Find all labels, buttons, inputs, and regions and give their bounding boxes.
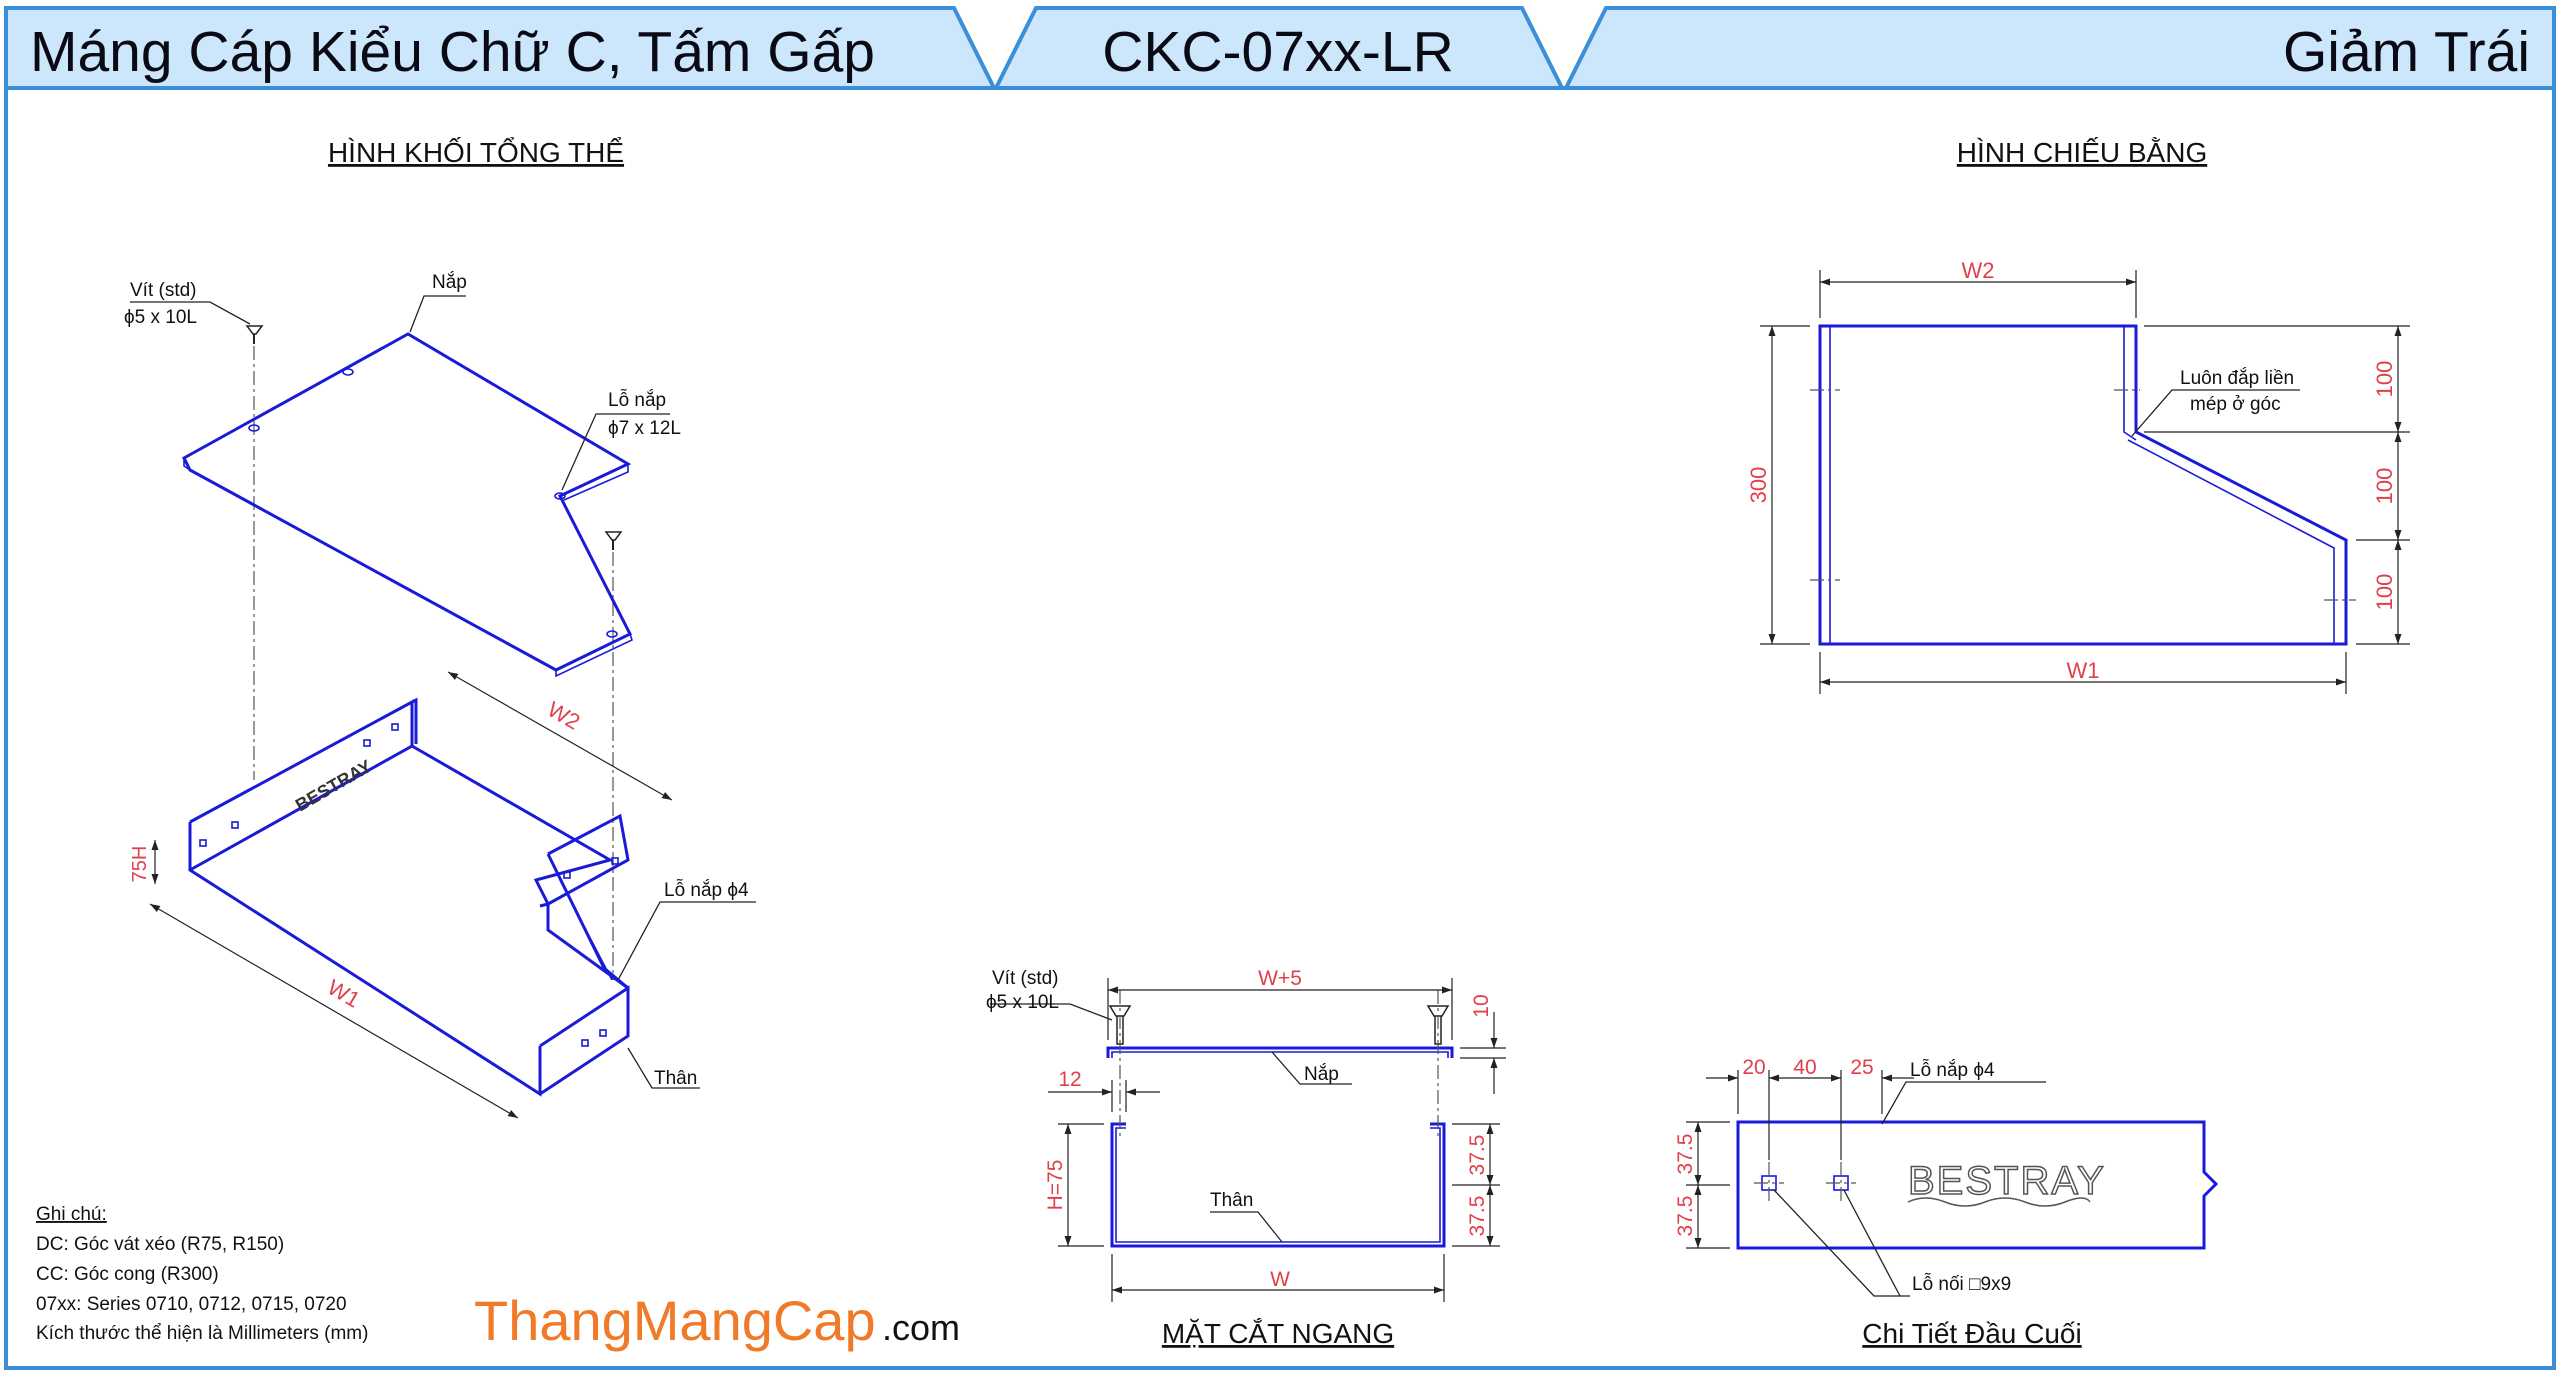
header-left-title: Máng Cáp Kiểu Chữ C, Tấm Gấp <box>30 20 875 84</box>
end-joint-leader-2 <box>1843 1189 1901 1297</box>
plan-dim-300: 300 <box>1746 467 1771 504</box>
section-dim-375-top: 37.5 <box>1466 1135 1489 1176</box>
iso-view-title: HÌNH KHỐI TỔNG THỂ <box>328 136 624 168</box>
section-dim-375-bot: 37.5 <box>1466 1196 1489 1237</box>
iso-lid-label: Nắp <box>432 271 467 293</box>
end-dim-20: 20 <box>1742 1056 1765 1079</box>
notes-block: Ghi chú: DC: Góc vát xéo (R75, R150) CC:… <box>36 1204 368 1344</box>
plan-ext-300 <box>1760 325 1810 645</box>
plan-note-1: Luôn đắp liền <box>2180 367 2294 389</box>
brand-suffix: .com <box>882 1307 960 1348</box>
plan-note-2: mép ở góc <box>2190 394 2281 415</box>
iso-screw-left <box>245 325 264 344</box>
section-dim-w5: W+5 <box>1258 967 1302 990</box>
iso-body: BESTRAY <box>188 697 630 1097</box>
header-center-panel <box>992 6 1566 90</box>
section-body-label: Thân <box>1210 1190 1253 1211</box>
plan-dim-100-top: 100 <box>2372 361 2397 398</box>
iso-lid-hole-label-1: Lỗ nắp <box>608 389 666 411</box>
iso-screw-right <box>604 531 623 550</box>
notes-line-1: DC: Góc vát xéo (R75, R150) <box>36 1234 284 1255</box>
end-ext-top <box>1737 1070 1883 1160</box>
plan-view-title: HÌNH CHIẾU BẰNG <box>1957 137 2207 168</box>
end-hole-axes <box>1754 1162 1856 1204</box>
plan-dim-100-mid: 100 <box>2372 468 2397 505</box>
plan-dim-w1: W1 <box>2067 658 2100 683</box>
end-joint-hole-label: Lỗ nối □9x9 <box>1912 1273 2011 1295</box>
header-center-code: CKC-07xx-LR <box>1102 20 1454 84</box>
plan-dim-100-bot: 100 <box>2372 574 2397 611</box>
plan-ext-w2 <box>1819 270 2137 318</box>
iso-lid-leader <box>409 295 466 333</box>
section-lid-leader <box>1271 1051 1352 1085</box>
iso-dim-w2: W2 <box>543 696 584 734</box>
header-right-panel <box>1562 6 2556 90</box>
iso-dim-w2-line <box>447 671 673 801</box>
end-dim-375-bot: 37.5 <box>1674 1196 1697 1237</box>
end-detail: Chi Tiết Đầu Cuối BESTRAY 20 40 25 37.5 … <box>1674 1056 2219 1349</box>
iso-body-leader <box>627 1047 700 1089</box>
section-view-title: MẶT CẮT NGANG <box>1162 1318 1394 1349</box>
section-axes <box>1119 990 1439 1140</box>
iso-dim-w1-line <box>149 903 519 1119</box>
title-block: Máng Cáp Kiểu Chữ C, Tấm Gấp CKC-07xx-LR… <box>4 6 2556 90</box>
section-body-leader <box>1210 1211 1283 1243</box>
iso-dim-w1: W1 <box>323 974 364 1012</box>
end-dim-375-top: 37.5 <box>1674 1134 1697 1175</box>
end-lid-hole-leader <box>1881 1081 2046 1125</box>
section-dim-w: W <box>1270 1268 1290 1291</box>
plan-ext-100s <box>2144 325 2410 645</box>
notes-line-4: Kích thước thể hiện là Millimeters (mm) <box>36 1323 368 1344</box>
section-ext-12 <box>1111 1080 1127 1112</box>
section-screw-leader <box>990 1003 1113 1021</box>
end-ext-left <box>1686 1121 1730 1249</box>
sheet-border <box>4 86 2556 1370</box>
end-dim-40: 40 <box>1793 1056 1816 1079</box>
plan-note-leader <box>2131 389 2300 437</box>
section-body <box>1110 1122 1446 1248</box>
section-ext-10 <box>1460 1047 1506 1059</box>
iso-dim-h: 75H <box>129 846 151 883</box>
section-lid-label: Nắp <box>1304 1063 1339 1085</box>
iso-screw-label-2: ϕ5 x 10L <box>124 307 197 328</box>
notes-line-2: CC: Góc cong (R300) <box>36 1264 219 1285</box>
end-detail-outline <box>1736 1120 2219 1250</box>
iso-small-hole-label: Lỗ nắp ϕ4 <box>664 879 749 901</box>
end-joint-leader-1 <box>1773 1189 1910 1297</box>
brand-name: ThangMangCap <box>474 1289 876 1352</box>
plan-dim-w2: W2 <box>1962 258 1995 283</box>
section-view: MẶT CẮT NGANG W+5 W 10 12 <box>986 967 1506 1349</box>
iso-body-label: Thân <box>654 1068 697 1089</box>
notes-line-3: 07xx: Series 0710, 0712, 0715, 0720 <box>36 1294 347 1315</box>
end-lid-hole-label: Lỗ nắp ϕ4 <box>1910 1059 1995 1081</box>
end-dim-25: 25 <box>1850 1056 1873 1079</box>
iso-view: HÌNH KHỐI TỔNG THỂ <box>124 136 756 1119</box>
brand-logo: ThangMangCap .com <box>474 1289 960 1352</box>
section-ext-w <box>1111 1254 1445 1302</box>
plan-ext-w1 <box>1819 652 2347 694</box>
section-lid <box>1106 1046 1454 1058</box>
section-dim-10: 10 <box>1470 994 1493 1017</box>
iso-brand-stamp: BESTRAY <box>292 756 375 816</box>
end-detail-title: Chi Tiết Đầu Cuối <box>1862 1318 2081 1349</box>
plan-view: HÌNH CHIẾU BẰNG W2 W1 300 100 100 100 Lu… <box>1746 137 2410 694</box>
iso-lid-hole-leader <box>561 413 670 491</box>
section-dim-12: 12 <box>1058 1068 1081 1091</box>
iso-lid-hole-label-2: ϕ7 x 12L <box>608 418 681 439</box>
section-dim-h: H=75 <box>1044 1160 1067 1211</box>
iso-screw-label-1: Vít (std) <box>130 280 197 301</box>
iso-small-hole-leader <box>617 901 756 981</box>
iso-lid <box>182 332 633 678</box>
plan-outline <box>1810 324 2356 646</box>
section-screw-label-2: ϕ5 x 10L <box>986 992 1059 1013</box>
section-screw-label-1: Vít (std) <box>992 968 1059 989</box>
end-brand-stamp: BESTRAY <box>1908 1159 2106 1203</box>
header-right-title: Giảm Trái <box>2283 20 2530 84</box>
notes-heading: Ghi chú: <box>36 1204 107 1225</box>
iso-screw-leader <box>130 301 251 325</box>
end-brand-wave <box>1907 1197 2091 1207</box>
